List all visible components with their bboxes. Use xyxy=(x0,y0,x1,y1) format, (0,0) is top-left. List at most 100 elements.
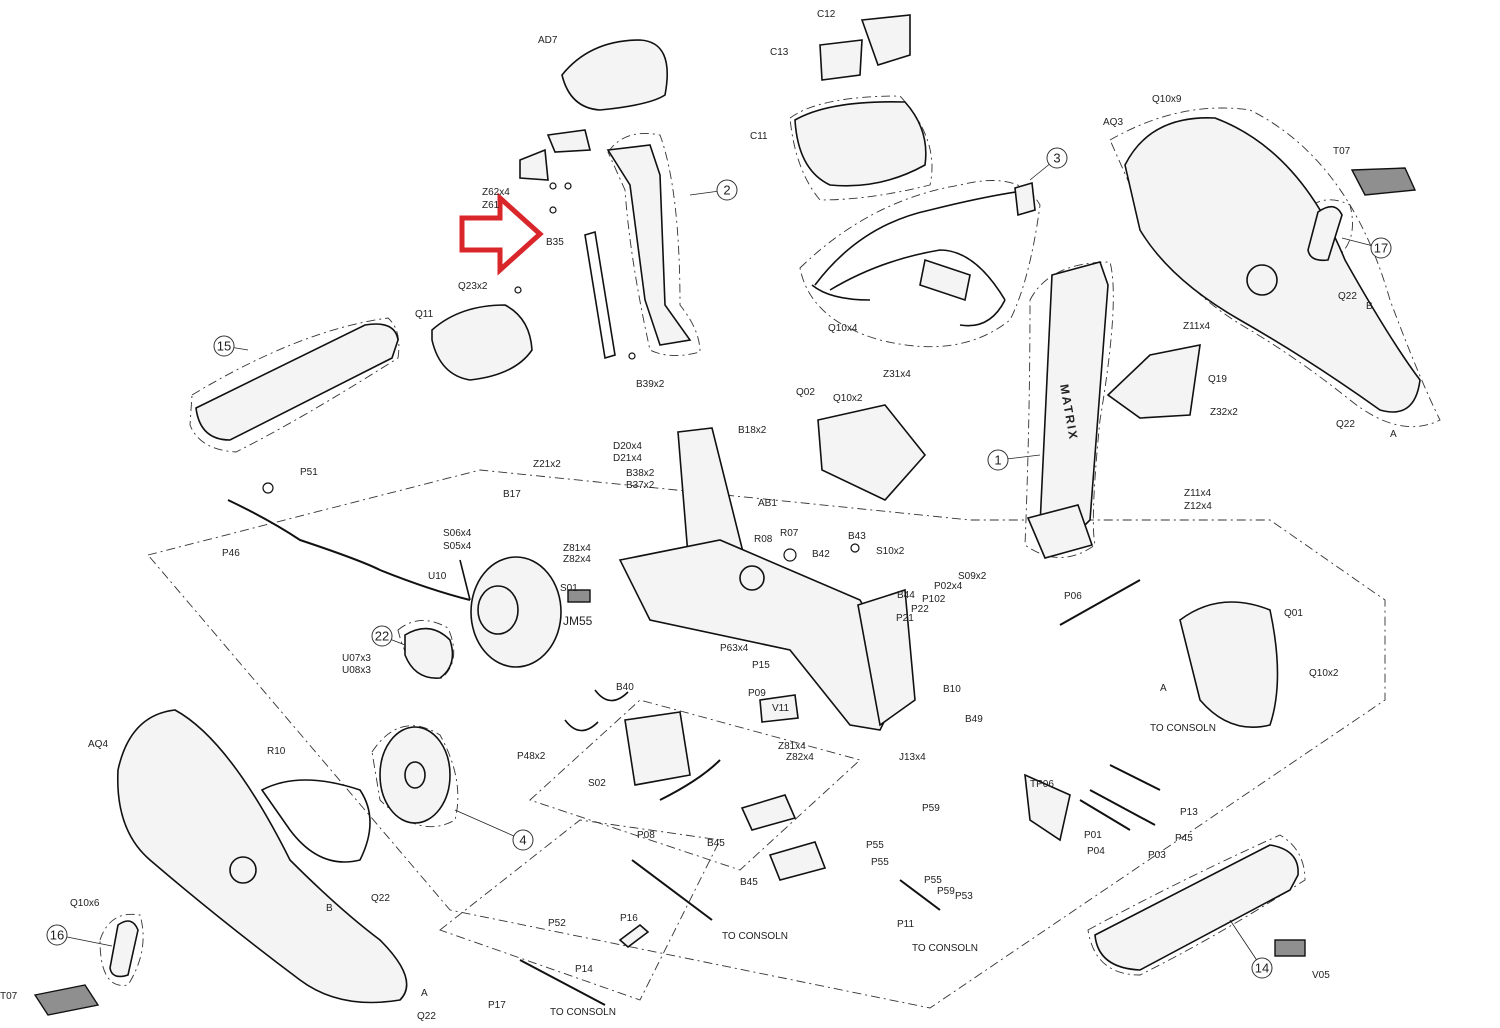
part-label: B45 xyxy=(740,877,758,888)
pedal-right-t07 xyxy=(1350,167,1417,196)
part-label: A xyxy=(1160,683,1167,694)
spring-u10 xyxy=(459,559,471,601)
clip-p48-a xyxy=(564,719,599,732)
part-labels: C12C13C11AD7Q10x9AQ3T07Z62x4Z61B35Q23x2Q… xyxy=(0,9,1397,1022)
part-label: D21x4 xyxy=(613,453,642,464)
frame-bearing-hole xyxy=(739,565,765,591)
seat-assembly xyxy=(514,39,692,360)
callout-circle-4 xyxy=(512,829,534,851)
part-label: B43 xyxy=(848,531,866,542)
callout-circle-16 xyxy=(46,924,68,946)
pulley-22 xyxy=(404,627,454,679)
part-label: Z81x4 xyxy=(778,741,806,752)
part-label: S10x2 xyxy=(876,546,905,557)
part-label: P21 xyxy=(896,613,914,624)
battery-p09 xyxy=(759,694,799,723)
grommet-p51 xyxy=(262,482,274,494)
pedal-left-t07 xyxy=(33,984,100,1016)
part-label: V05 xyxy=(1312,970,1330,981)
callout-number-16: 16 xyxy=(50,928,64,943)
part-label: B17 xyxy=(503,489,521,500)
part-label: S09x2 xyxy=(958,571,987,582)
part-label: B39x2 xyxy=(636,379,665,390)
part-label: B xyxy=(326,903,333,914)
seat-saddle xyxy=(561,39,669,111)
part-label: B xyxy=(1366,301,1373,312)
part-label: P59 xyxy=(937,886,955,897)
callout-circle-15 xyxy=(213,335,235,357)
group-outline-15 xyxy=(189,317,400,453)
label-v05-icon xyxy=(1274,939,1306,957)
callout-circle-3 xyxy=(1046,147,1068,169)
callout-circle-1 xyxy=(987,449,1009,471)
part-label: Q02 xyxy=(796,387,815,398)
crank-right-17 xyxy=(1307,205,1343,262)
part-label: Z32x2 xyxy=(1210,407,1238,418)
main-frame-ab1 xyxy=(618,427,916,731)
bearing-r07 xyxy=(783,548,797,562)
part-label: P02x4 xyxy=(934,581,963,592)
cover-q02 xyxy=(817,404,927,501)
part-label: P17 xyxy=(488,1000,506,1011)
part-label: TP06 xyxy=(1030,779,1054,790)
part-label: P63x4 xyxy=(720,643,749,654)
part-label: Q22 xyxy=(1336,419,1355,430)
part-label: Q01 xyxy=(1284,608,1303,619)
part-label: S06x4 xyxy=(443,528,472,539)
crank-left-16 xyxy=(109,920,139,978)
part-label: S01 xyxy=(560,583,578,594)
part-label: Q10x2 xyxy=(833,393,863,404)
frame-base xyxy=(618,539,906,731)
cover-q01 xyxy=(1179,601,1279,728)
part-label: TO CONSOLN xyxy=(912,943,978,954)
callout-number-17: 17 xyxy=(1374,241,1388,256)
part-label: AD7 xyxy=(538,35,558,46)
cable-p11 xyxy=(899,879,941,911)
cable-p01 xyxy=(1079,799,1131,831)
part-label: B18x2 xyxy=(738,425,767,436)
cable-p45 xyxy=(1089,789,1156,826)
callout-circle-17 xyxy=(1370,237,1392,259)
part-label: J13x4 xyxy=(899,752,926,763)
part-label: B37x2 xyxy=(626,480,655,491)
part-label: Z31x4 xyxy=(883,369,911,380)
part-label: P51 xyxy=(300,467,318,478)
block-b45-b xyxy=(768,841,827,881)
part-label: P01 xyxy=(1084,830,1102,841)
flywheel-assembly: JM55 xyxy=(459,556,593,668)
group-outline-frame xyxy=(147,469,1386,1009)
cover-q19 xyxy=(1106,343,1201,419)
bolt-z61 xyxy=(549,206,557,214)
callout-circle-14 xyxy=(1251,957,1273,979)
left-crank-hole xyxy=(229,856,257,884)
part-label: AQ4 xyxy=(88,739,108,750)
part-label: P55 xyxy=(866,840,884,851)
part-label: AB1 xyxy=(758,498,777,509)
part-label: R07 xyxy=(780,528,799,539)
part-label: Z62x4 xyxy=(482,187,510,198)
controller-s02 xyxy=(624,711,691,786)
part-label: Z81x4 xyxy=(563,543,591,554)
part-label: P06 xyxy=(1064,591,1082,602)
part-label: B42 xyxy=(812,549,830,560)
group-outline-14 xyxy=(1087,834,1306,976)
group-outline-cables xyxy=(439,819,721,1001)
part-label: C13 xyxy=(770,47,789,58)
cable-p08 xyxy=(659,759,721,801)
part-label: D20x4 xyxy=(613,441,642,452)
seat-post-2 xyxy=(606,144,692,346)
frame-front-plate xyxy=(857,588,916,727)
belt-r10 xyxy=(260,779,371,863)
handlebar-3 xyxy=(814,189,1031,301)
highlight-arrow xyxy=(459,192,544,276)
part-label: P46 xyxy=(222,548,240,559)
upright-frame-1: MATRIX xyxy=(1026,261,1109,559)
part-label: Z21x2 xyxy=(533,459,561,470)
part-label: TO CONSOLN xyxy=(1150,723,1216,734)
part-label: TO CONSOLN xyxy=(722,931,788,942)
bolt-b39 xyxy=(628,352,636,360)
part-label: P48x2 xyxy=(517,751,546,762)
bolt-z62 xyxy=(549,182,557,190)
part-label: B10 xyxy=(943,684,961,695)
